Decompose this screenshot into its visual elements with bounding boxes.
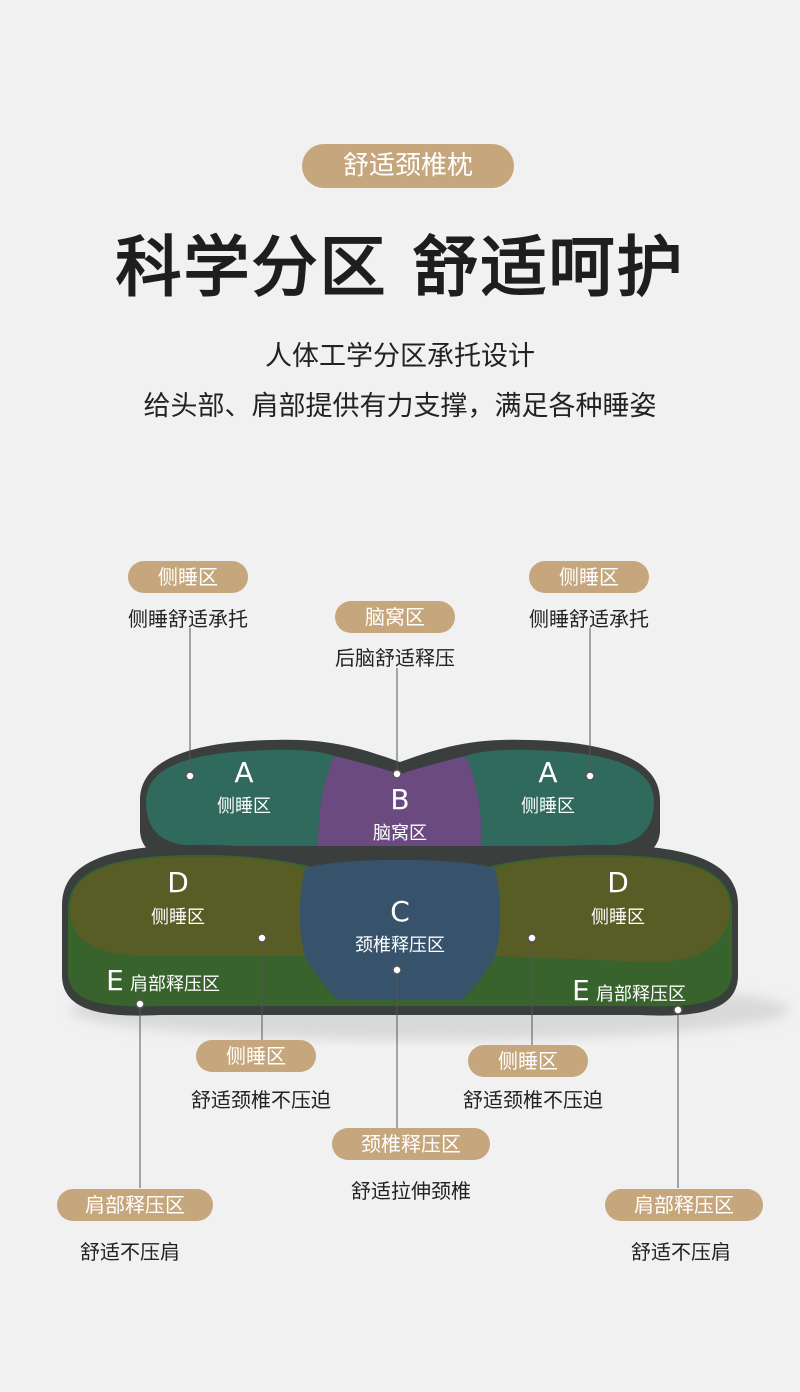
marker-dot-b: [392, 769, 402, 779]
callout-mid-right-tag: 侧睡区: [468, 1045, 588, 1077]
callout-top-left-tag: 侧睡区: [128, 561, 248, 593]
top-tag: 舒适颈椎枕: [302, 144, 514, 188]
callout-bottom-left-desc: 舒适不压肩: [80, 1240, 180, 1264]
callout-bottom-right-desc: 舒适不压肩: [631, 1240, 731, 1264]
headline: 科学分区 舒适呵护: [115, 229, 685, 306]
marker-dot-d-left: [257, 933, 267, 943]
callout-top-center-tag: 脑窝区: [335, 601, 455, 633]
callout-bottom-right-tag: 肩部释压区: [605, 1189, 763, 1221]
zone-a-right-name: 侧睡区: [521, 796, 575, 817]
zone-c-name: 颈椎释压区: [355, 935, 445, 956]
zone-b-letter: B: [390, 783, 410, 816]
callout-bottom-left-tag: 肩部释压区: [57, 1189, 213, 1221]
callout-top-left-desc: 侧睡舒适承托: [128, 607, 248, 631]
zone-d-left-letter: D: [167, 866, 189, 899]
marker-dot-e-right: [673, 1005, 683, 1015]
subtitle-line-2: 给头部、肩部提供有力支撑，满足各种睡姿: [143, 391, 657, 422]
callout-mid-left-desc: 舒适颈椎不压迫: [191, 1088, 331, 1112]
zone-a-right: [466, 749, 654, 846]
zone-d-left: [70, 856, 305, 956]
zone-e-right-letter: E: [572, 974, 590, 1007]
zone-e-left-letter: E: [106, 964, 124, 997]
subtitle-line-1: 人体工学分区承托设计: [265, 341, 535, 372]
callout-center-bottom-tag: 颈椎释压区: [332, 1128, 490, 1160]
zone-b: [318, 756, 482, 846]
zone-b-name: 脑窝区: [373, 823, 427, 844]
leader-lines: [139, 628, 679, 1188]
marker-dot-e-left: [135, 999, 145, 1009]
zone-c: [299, 860, 501, 1000]
callout-mid-right-desc: 舒适颈椎不压迫: [463, 1088, 603, 1112]
callout-top-right-desc: 侧睡舒适承托: [529, 607, 649, 631]
zone-d-left-name: 侧睡区: [151, 907, 205, 928]
callout-top-right-tag: 侧睡区: [529, 561, 649, 593]
marker-dot-c: [392, 965, 402, 975]
callout-top-center-desc: 后脑舒适释压: [335, 646, 455, 670]
marker-dot-a-left: [185, 771, 195, 781]
marker-dot-a-right: [585, 771, 595, 781]
zone-c-letter: C: [390, 895, 410, 928]
callout-center-bottom-desc: 舒适拉伸颈椎: [351, 1179, 471, 1203]
zone-e-left-name: 肩部释压区: [130, 974, 220, 995]
zone-d-right: [495, 856, 730, 962]
zone-a-right-letter: A: [538, 756, 558, 789]
marker-dot-d-right: [527, 933, 537, 943]
zone-d-right-letter: D: [607, 866, 629, 899]
callout-mid-left-tag: 侧睡区: [196, 1040, 316, 1072]
zone-d-right-name: 侧睡区: [591, 907, 645, 928]
marker-dots: [135, 769, 683, 1015]
zone-a-left-letter: A: [234, 756, 254, 789]
zone-a-left-name: 侧睡区: [217, 796, 271, 817]
zone-e-right-name: 肩部释压区: [596, 984, 686, 1005]
